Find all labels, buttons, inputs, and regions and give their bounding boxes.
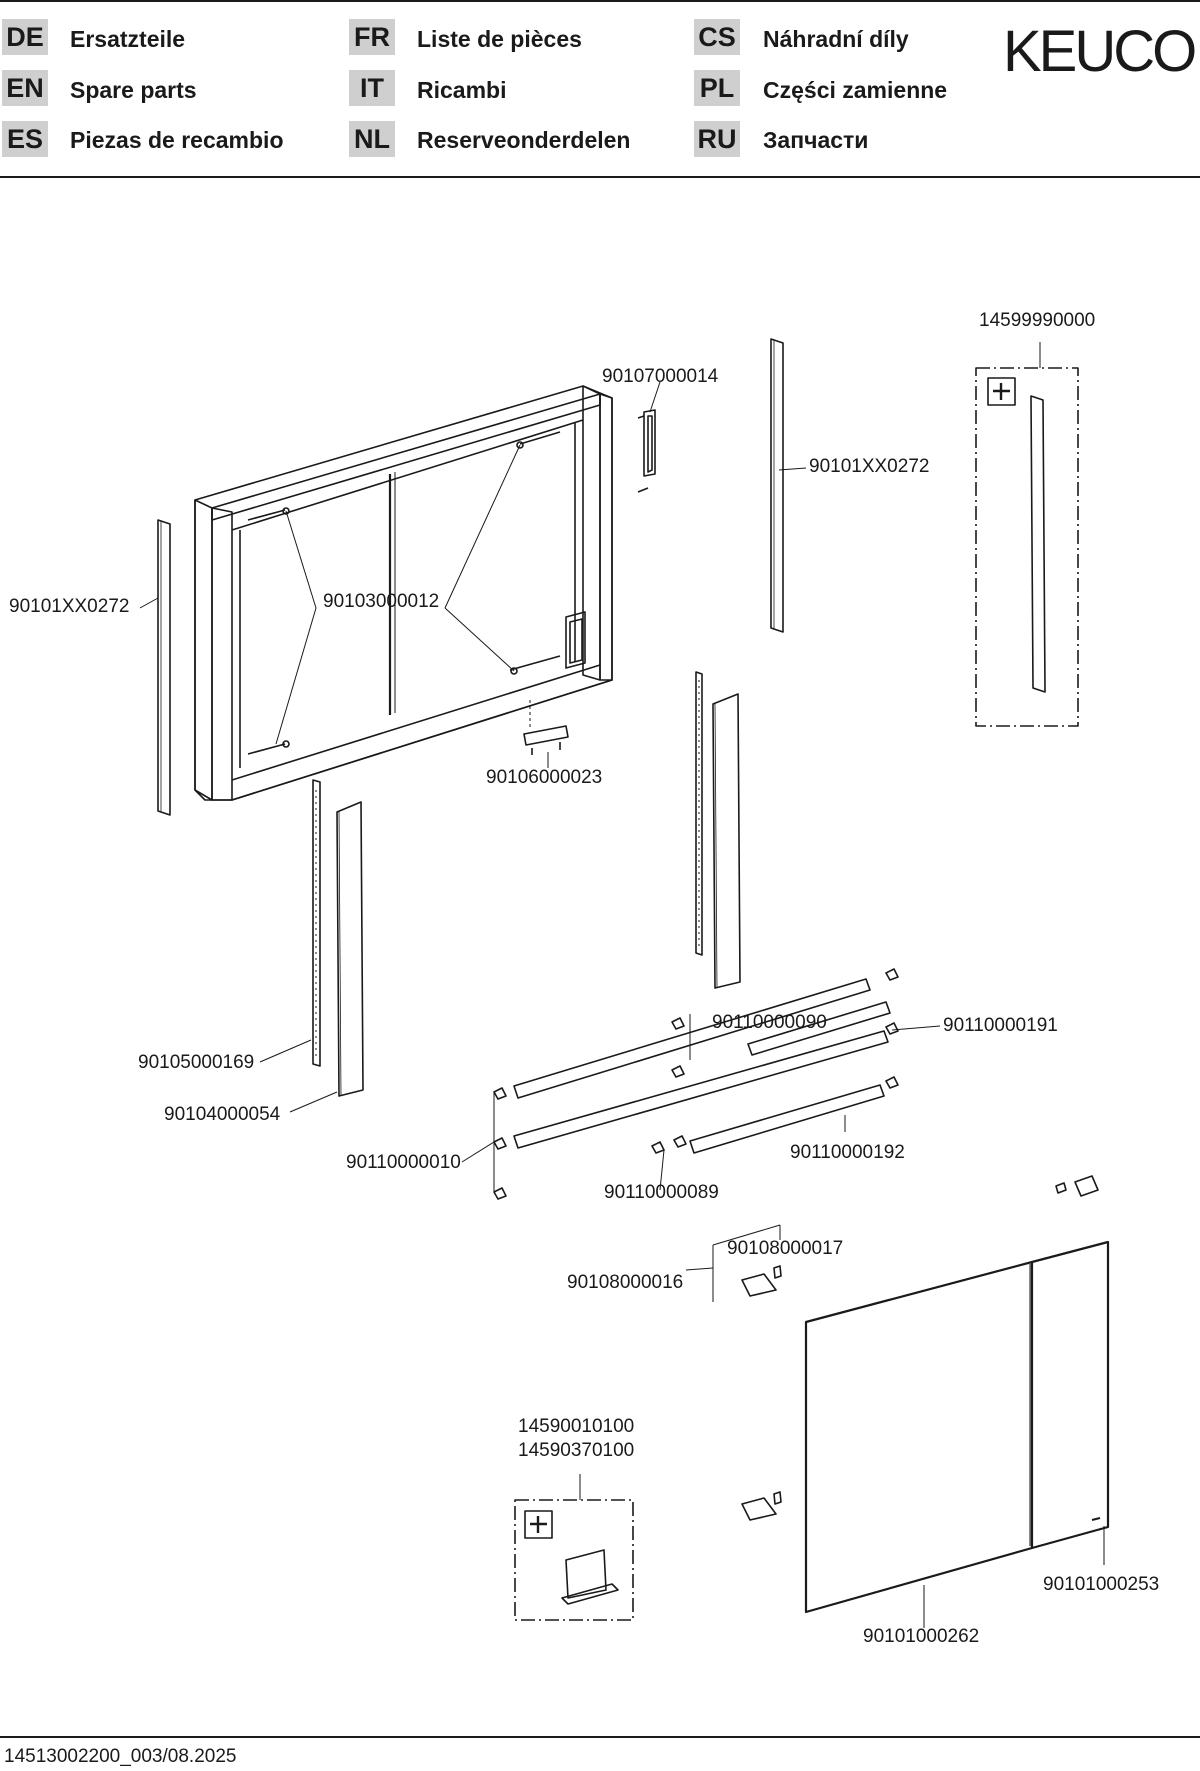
language-code-de: DE: [2, 19, 48, 55]
mirror-door-right: [1029, 1240, 1110, 1550]
callout-14590370100: 14590370100: [518, 1440, 635, 1461]
header-rule-top: [0, 0, 1200, 2]
callout-90104000054: 90104000054: [164, 1104, 281, 1125]
glass-shelf-long: [513, 1030, 889, 1149]
glass-shelf-short: [689, 1084, 885, 1154]
glass-shelf-upper: [747, 1001, 891, 1056]
language-label-es: Piezas de recambio: [70, 127, 284, 153]
mounting-bracket: [523, 725, 569, 755]
language-code-nl: NL: [349, 121, 395, 157]
callout-90110000192: 90110000192: [790, 1142, 905, 1163]
door-fitting-bottom: [0, 0, 742, 1771]
callout-90108000016: 90108000016: [567, 1272, 684, 1293]
callout-90107000014: 90107000014: [602, 366, 719, 387]
callout-90101xx0272-right: 90101XX0272: [809, 456, 930, 477]
right-rail-and-panel: [695, 671, 741, 989]
language-code-es: ES: [2, 121, 48, 157]
mirror-door-left: [804, 1260, 1034, 1614]
document-id: 14513002200_003/08.2025: [4, 1746, 237, 1767]
callout-90108000017: 90108000017: [727, 1238, 844, 1259]
callout-14590010100: 14590010100: [518, 1416, 635, 1437]
shelf-clips: [493, 968, 899, 1200]
language-code-pl: PL: [694, 70, 740, 106]
callout-90103000012: 90103000012: [323, 591, 440, 612]
language-label-it: Ricambi: [417, 77, 507, 103]
language-code-fr: FR: [349, 19, 395, 55]
callout-90110000089: 90110000089: [604, 1182, 719, 1203]
left-rail-and-panel: [312, 779, 364, 1097]
callout-90110000090: 90110000090: [712, 1012, 827, 1033]
brand-logo: KEUCO: [1003, 19, 1197, 84]
language-code-it: IT: [349, 70, 395, 106]
language-label-nl: Reserveonderdelen: [417, 127, 631, 153]
hinge-part: [637, 409, 656, 493]
callout-90110000010: 90110000010: [346, 1152, 461, 1173]
language-label-fr: Liste de pièces: [417, 26, 582, 52]
leader-lines: [139, 342, 1105, 1628]
callout-90101xx0272-left: 90101XX0272: [9, 596, 130, 617]
door-fitting-mid: [712, 1224, 782, 1302]
language-label-cs: Náhradní díly: [763, 26, 909, 52]
optional-kit-box-bottom: [514, 1499, 634, 1621]
callout-90101000253: 90101000253: [1043, 1574, 1160, 1595]
cabinet-body: [194, 385, 613, 801]
callout-90110000191: 90110000191: [943, 1015, 1058, 1036]
left-side-strip: [157, 519, 171, 816]
language-code-en: EN: [2, 70, 48, 106]
language-code-cs: CS: [694, 19, 740, 55]
door-fitting-lower: [741, 1491, 782, 1521]
header-rule-bottom: [0, 176, 1200, 178]
door-fitting-top: [1055, 1175, 1099, 1197]
callout-90101000262: 90101000262: [863, 1626, 980, 1647]
callout-14599990000: 14599990000: [979, 310, 1096, 331]
language-label-en: Spare parts: [70, 77, 197, 103]
glass-shelf-top: [513, 978, 871, 1099]
language-label-de: Ersatzteile: [70, 26, 186, 52]
footer-rule: [0, 1736, 1200, 1738]
language-code-ru: RU: [694, 121, 740, 157]
callout-90106000023: 90106000023: [486, 767, 603, 788]
language-label-ru: Запчасти: [763, 127, 869, 153]
language-label-pl: Części zamienne: [763, 77, 948, 103]
callout-90105000169: 90105000169: [138, 1052, 255, 1073]
optional-kit-box-top: [975, 367, 1079, 727]
right-side-strip: [770, 338, 784, 633]
